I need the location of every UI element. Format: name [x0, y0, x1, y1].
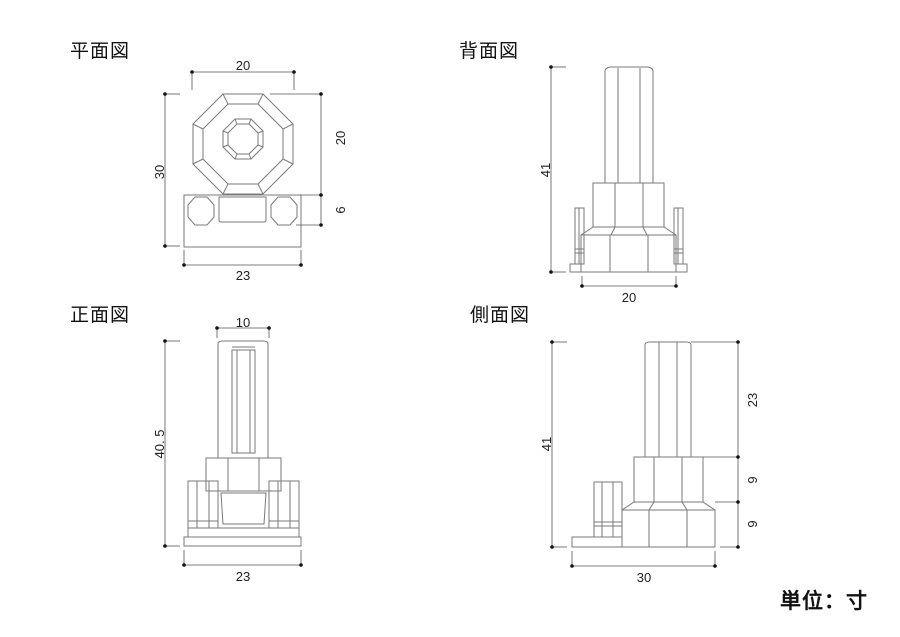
- side-dimensions: [550, 340, 740, 568]
- back-view-drawing: 41 20: [538, 65, 688, 305]
- front-center-block: [217, 490, 270, 529]
- side-post: [593, 481, 623, 538]
- front-dimensions: [163, 326, 303, 567]
- back-side-posts: [569, 207, 688, 273]
- front-dim-base-width: 23: [236, 569, 250, 584]
- front-side-posts: [187, 480, 300, 529]
- front-nut: [205, 457, 282, 492]
- side-dim-mid-height: 9: [745, 476, 760, 483]
- front-view-drawing: 10 40. 5 23: [152, 315, 303, 584]
- plan-dim-octagon-height: 20: [333, 131, 348, 145]
- plan-dim-base-depth: 6: [333, 206, 348, 213]
- side-dim-shaft-height: 23: [745, 393, 760, 407]
- side-flange: [621, 501, 716, 548]
- back-flange: [580, 226, 677, 273]
- plan-dimensions: [163, 70, 323, 267]
- back-shaft: [604, 66, 654, 183]
- plan-dim-total-height: 30: [152, 165, 167, 179]
- side-view-drawing: 41 23 9 9 30: [539, 340, 760, 585]
- front-view-title: 正面図: [70, 304, 131, 326]
- side-base-plate: [571, 536, 623, 548]
- plan-view-title: 平面図: [70, 40, 131, 62]
- plan-base: [183, 194, 302, 248]
- plan-inner-octagon: [222, 118, 264, 160]
- plan-view-drawing: 20 30 20 6 23: [152, 58, 348, 283]
- back-dim-height: 41: [538, 163, 553, 177]
- front-base-plate: [183, 536, 302, 547]
- side-dim-bottom-height: 9: [745, 520, 760, 527]
- front-shaft: [217, 340, 269, 458]
- plan-outer-octagon: [192, 93, 294, 195]
- unit-label: 単位：寸: [780, 589, 868, 613]
- back-dim-width: 20: [622, 290, 636, 305]
- side-nut: [633, 456, 704, 503]
- plan-dim-top-width: 20: [236, 58, 250, 73]
- side-shaft: [644, 341, 692, 457]
- side-dim-height: 41: [539, 437, 554, 451]
- side-dim-base-width: 30: [637, 570, 651, 585]
- front-dim-shaft-width: 10: [236, 315, 250, 330]
- plan-dim-base-width: 23: [236, 268, 250, 283]
- back-nut: [592, 182, 665, 228]
- back-dimensions: [549, 65, 678, 288]
- side-view-title: 側面図: [470, 304, 531, 326]
- front-dim-height: 40. 5: [152, 430, 167, 459]
- back-view-title: 背面図: [459, 40, 520, 62]
